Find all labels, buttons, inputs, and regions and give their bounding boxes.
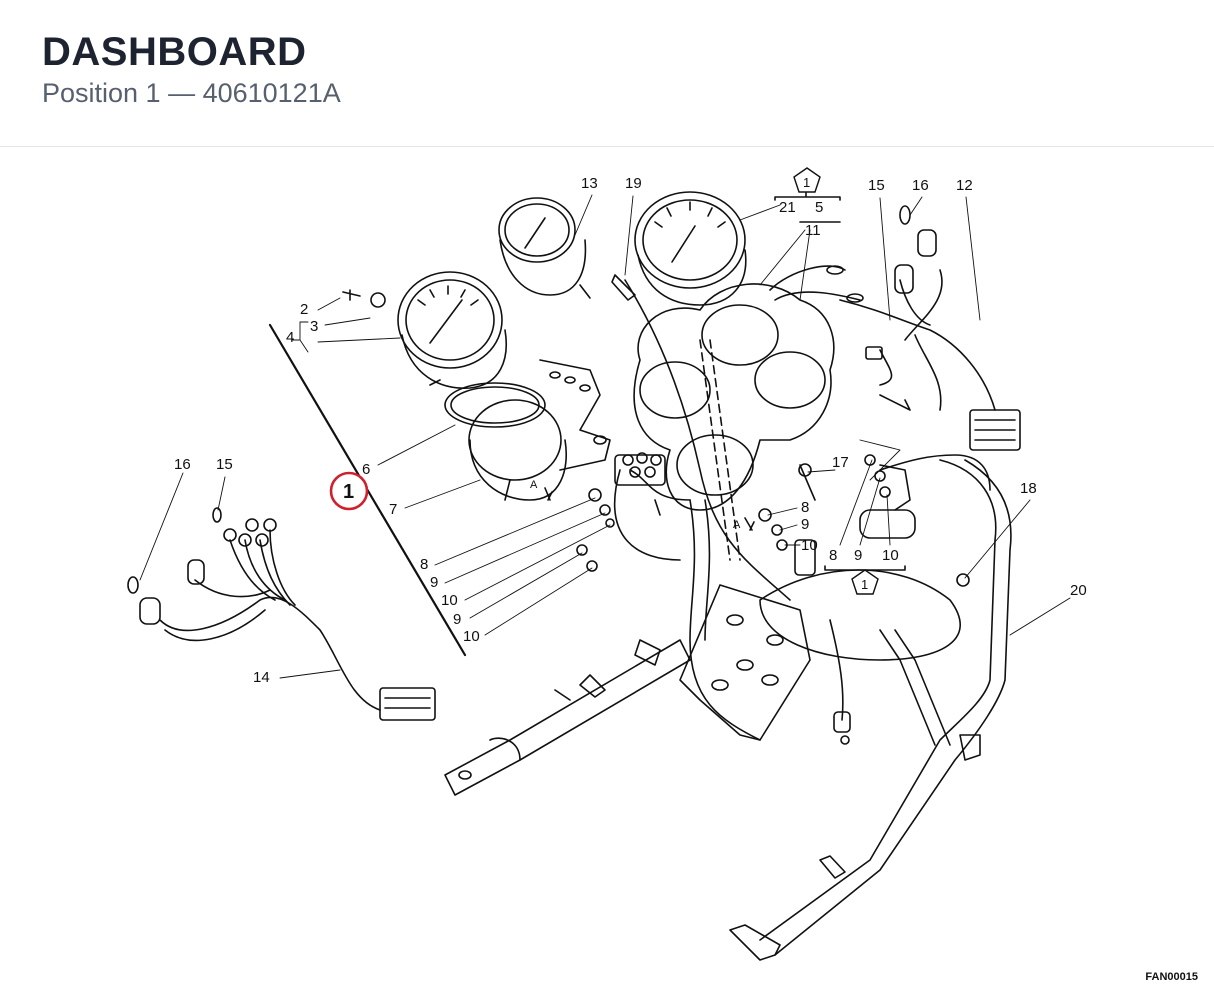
wiring-harness-left	[127, 507, 436, 721]
callout-18: 18	[1020, 480, 1037, 497]
fastener-set-left	[342, 289, 615, 572]
callout-21: 21	[779, 199, 796, 216]
callout-10a: 10	[441, 592, 458, 609]
hotspot-marker[interactable]	[329, 471, 369, 511]
callout-10b: 10	[463, 628, 480, 645]
callout-3: 3	[310, 318, 318, 335]
group-badge-top	[793, 167, 821, 193]
badge-bottom-label: 1	[861, 577, 868, 592]
callout-9c: 9	[801, 516, 809, 533]
callout-2: 2	[300, 301, 308, 318]
callout-8c: 8	[829, 547, 837, 564]
group-badge-bottom	[851, 569, 879, 595]
callout-16a: 16	[912, 177, 929, 194]
hotspot-label: 1	[343, 481, 354, 503]
callout-6: 6	[362, 461, 370, 478]
callout-9d: 9	[854, 547, 862, 564]
support-frame	[614, 454, 1012, 961]
wiring-harness-right	[769, 205, 1021, 451]
instrument-panel-body	[633, 283, 835, 561]
badge-top-label: 1	[803, 175, 810, 190]
mounting-bracket	[679, 584, 811, 741]
arrow-a-right: A	[733, 519, 741, 531]
callout-16b: 16	[174, 456, 191, 473]
callout-10d: 10	[882, 547, 899, 564]
figure-code: FAN00015	[1145, 971, 1198, 983]
callout-8b: 8	[801, 499, 809, 516]
warning-light-cluster	[614, 452, 666, 516]
gasket-ring	[444, 382, 546, 428]
callout-8a: 8	[420, 556, 428, 573]
callout-19: 19	[625, 175, 642, 192]
callout-17: 17	[832, 454, 849, 471]
callout-11: 11	[805, 222, 821, 239]
left-instrument-housing	[468, 359, 611, 501]
tachometer-gauge	[634, 191, 747, 306]
callout-20: 20	[1070, 582, 1087, 599]
callout-9a: 9	[430, 574, 438, 591]
drive-cable	[624, 279, 791, 601]
right-bracket	[758, 454, 970, 587]
callout-14: 14	[253, 669, 270, 686]
callout-13: 13	[581, 175, 598, 192]
callout-4: 4	[286, 329, 294, 346]
callout-7: 7	[389, 501, 397, 518]
speedometer-gauge	[397, 271, 507, 389]
callout-12: 12	[956, 177, 973, 194]
callout-15b: 15	[216, 456, 233, 473]
page-subtitle: Position 1 — 40610121A	[42, 78, 341, 108]
callout-15a: 15	[868, 177, 885, 194]
page-title: DASHBOARD	[42, 30, 307, 74]
callout-10c: 10	[801, 537, 818, 554]
leader-lines	[139, 194, 1071, 679]
page-header: DASHBOARD Position 1 — 40610121A	[0, 0, 1214, 147]
lower-crossbar	[444, 639, 691, 796]
arrow-a-left: A	[530, 479, 538, 491]
callout-9b: 9	[453, 611, 461, 628]
callout-5: 5	[815, 199, 823, 216]
auxiliary-gauge	[498, 197, 591, 299]
